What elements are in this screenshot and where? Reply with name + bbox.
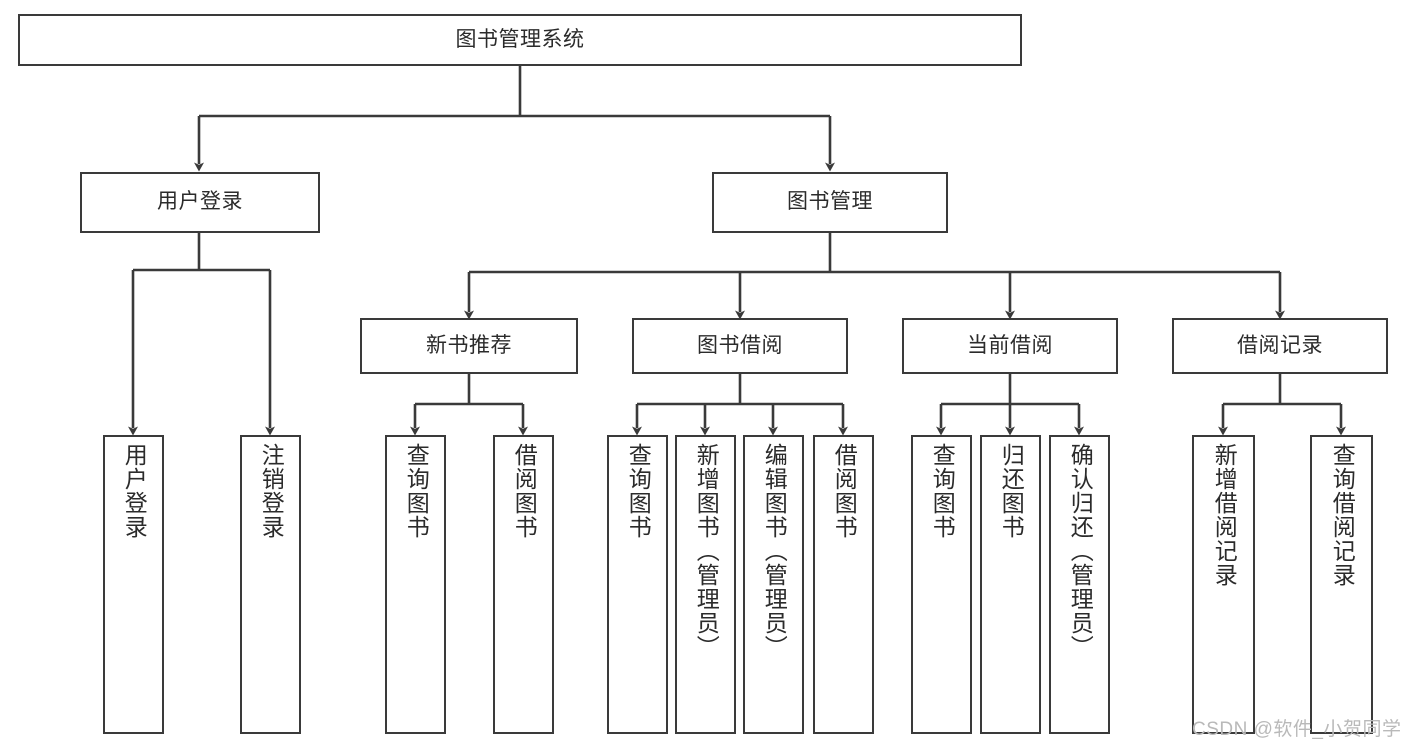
- node-leaf-add-record-label: 新增借阅记录: [1211, 443, 1238, 587]
- node-leaf-query-record-label: 查询借阅记录: [1329, 443, 1356, 587]
- node-borrow-record-label: 借阅记录: [1237, 333, 1323, 357]
- node-new-book-rec-label: 新书推荐: [426, 333, 512, 357]
- node-leaf-add-book-label: 新增图书（管理员）: [693, 443, 720, 659]
- node-leaf-query-book-3[interactable]: 查询图书: [911, 435, 972, 734]
- node-leaf-query-book-2[interactable]: 查询图书: [607, 435, 668, 734]
- node-leaf-user-login-label: 用户登录: [121, 443, 148, 539]
- node-book-manage-label: 图书管理: [787, 190, 873, 214]
- node-leaf-return-book-label: 归还图书: [998, 443, 1025, 539]
- csdn-watermark: CSDN @软件_小贺同学: [1192, 719, 1402, 740]
- node-borrow-record[interactable]: 借阅记录: [1172, 318, 1388, 374]
- node-leaf-borrow-book-1-label: 借阅图书: [511, 443, 538, 539]
- node-user-login[interactable]: 用户登录: [80, 172, 320, 233]
- node-current-borrow-label: 当前借阅: [967, 333, 1053, 357]
- node-leaf-add-book[interactable]: 新增图书（管理员）: [675, 435, 736, 734]
- node-leaf-confirm-return-label: 确认归还（管理员）: [1067, 443, 1094, 659]
- node-leaf-query-record[interactable]: 查询借阅记录: [1310, 435, 1373, 734]
- node-root-label: 图书管理系统: [455, 27, 585, 51]
- node-leaf-user-logout-label: 注销登录: [258, 443, 285, 539]
- node-leaf-borrow-book-1[interactable]: 借阅图书: [493, 435, 554, 734]
- node-current-borrow[interactable]: 当前借阅: [902, 318, 1118, 374]
- node-leaf-query-book-3-label: 查询图书: [929, 443, 956, 539]
- node-leaf-query-book-1[interactable]: 查询图书: [385, 435, 446, 734]
- node-leaf-return-book[interactable]: 归还图书: [980, 435, 1041, 734]
- node-leaf-user-logout[interactable]: 注销登录: [240, 435, 301, 734]
- node-new-book-rec[interactable]: 新书推荐: [360, 318, 578, 374]
- node-root[interactable]: 图书管理系统: [18, 14, 1022, 66]
- node-book-borrow[interactable]: 图书借阅: [632, 318, 848, 374]
- node-leaf-borrow-book-2-label: 借阅图书: [831, 443, 858, 539]
- node-book-manage[interactable]: 图书管理: [712, 172, 948, 233]
- node-leaf-query-book-1-label: 查询图书: [403, 443, 430, 539]
- node-leaf-borrow-book-2[interactable]: 借阅图书: [813, 435, 874, 734]
- node-leaf-edit-book-label: 编辑图书（管理员）: [761, 443, 788, 659]
- node-leaf-edit-book[interactable]: 编辑图书（管理员）: [743, 435, 804, 734]
- node-leaf-confirm-return[interactable]: 确认归还（管理员）: [1049, 435, 1110, 734]
- node-leaf-query-book-2-label: 查询图书: [625, 443, 652, 539]
- node-leaf-add-record[interactable]: 新增借阅记录: [1192, 435, 1255, 734]
- node-book-borrow-label: 图书借阅: [697, 333, 783, 357]
- node-user-login-label: 用户登录: [157, 190, 243, 214]
- node-leaf-user-login[interactable]: 用户登录: [103, 435, 164, 734]
